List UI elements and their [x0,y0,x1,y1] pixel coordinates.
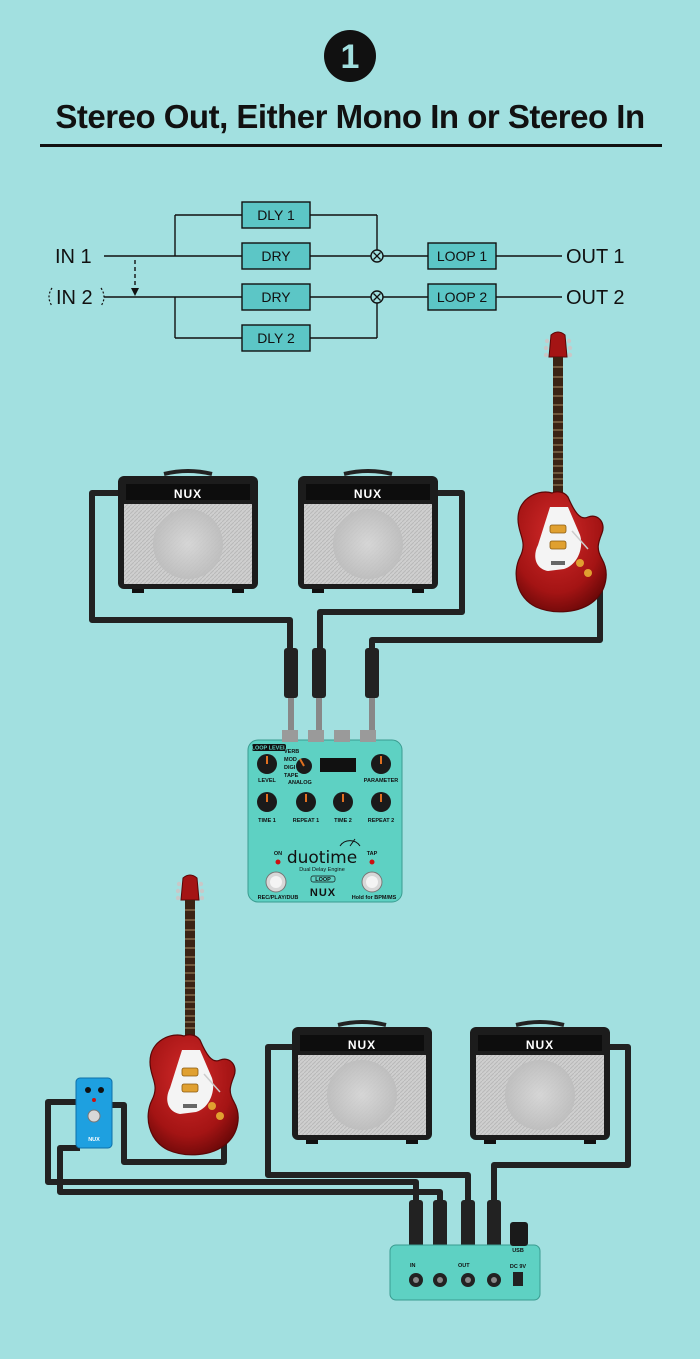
on-led [275,859,281,865]
rear-usb-label: USB [512,1248,524,1254]
time1-label: TIME 1 [258,818,276,824]
guitar-top [515,331,607,613]
on-label: ON [274,851,282,857]
loop1-box [427,242,497,270]
mode-verb: VERB [284,749,299,755]
dry-top-label: DRY [261,248,291,264]
repeat2-label: REPEAT 2 [368,818,395,824]
in2-label: IN 2 [56,287,93,309]
rear-dc-label: DC 9V [510,1264,527,1270]
step-badge [324,30,376,82]
loop1-label: LOOP 1 [437,248,488,264]
loop-label: LOOP [315,877,331,883]
level-label: LEVEL [258,778,276,784]
in2-close-bracket [100,287,105,307]
amp-left-top-logo: NUX [174,487,202,501]
dly2-label: DLY 2 [257,330,295,346]
rear-in-label: IN [410,1263,416,1269]
duotime-logo: duotime [287,848,357,868]
in2-open-bracket [48,287,53,307]
loop-level-label: LOOP LEVEL [252,746,287,752]
mini-pedal: NUX [75,1077,113,1149]
mono-link-arrow-icon [131,288,139,296]
step-number: 1 [341,38,360,76]
time2-label: TIME 2 [334,818,352,824]
dry-bottom-box [241,283,311,311]
footswitch-left-label: REC/PLAY/DUB [258,895,299,901]
mode-mod: MOD [284,757,297,763]
top-plugs [284,648,379,734]
duotime-pedal: LOOP LEVEL LEVEL VERB MOD DIGI TAPE ANAL… [247,730,403,903]
mode-tape: TAPE [284,773,299,779]
mini-pedal-logo: NUX [88,1137,100,1143]
amp-right-top-logo: NUX [354,487,382,501]
dly1-box [241,201,311,229]
out1-label: OUT 1 [566,246,625,268]
out2-label: OUT 2 [566,287,625,309]
dry-top-box [241,242,311,270]
page-title: Stereo Out, Either Mono In or Stereo In [55,98,644,135]
guitar-bottom [147,874,239,1156]
signal-flow-diagram [104,214,562,339]
mode-digi: DIGI [284,765,296,771]
duotime-subtitle: Dual Delay Engine [299,867,345,873]
mixer-node-bottom [370,290,384,304]
parameter-label: PARAMETER [364,778,398,784]
amp-left-bottom-logo: NUX [348,1038,376,1052]
bottom-cables [45,1044,631,1200]
amp-right-bottom-logo: NUX [526,1038,554,1052]
tap-led [369,859,375,865]
loop2-label: LOOP 2 [437,289,488,305]
mode-analog: ANALOG [288,780,312,786]
repeat1-label: REPEAT 1 [293,818,320,824]
title-underline [40,144,662,147]
loop2-box [427,283,497,311]
tap-label: TAP [367,851,378,857]
dry-bottom-label: DRY [261,289,291,305]
display-screen [320,758,356,772]
mixer-node-top [370,249,384,263]
rear-out-label: OUT [458,1263,470,1269]
dly2-box [241,324,311,352]
footswitch-right-label: Hold for BPM/MS [352,895,397,901]
pedal-rear-panel: IN OUT USB DC 9V [389,1222,541,1301]
in1-label: IN 1 [55,246,92,268]
pedal-brand-logo: NUX [310,887,336,899]
dly1-label: DLY 1 [257,207,295,223]
